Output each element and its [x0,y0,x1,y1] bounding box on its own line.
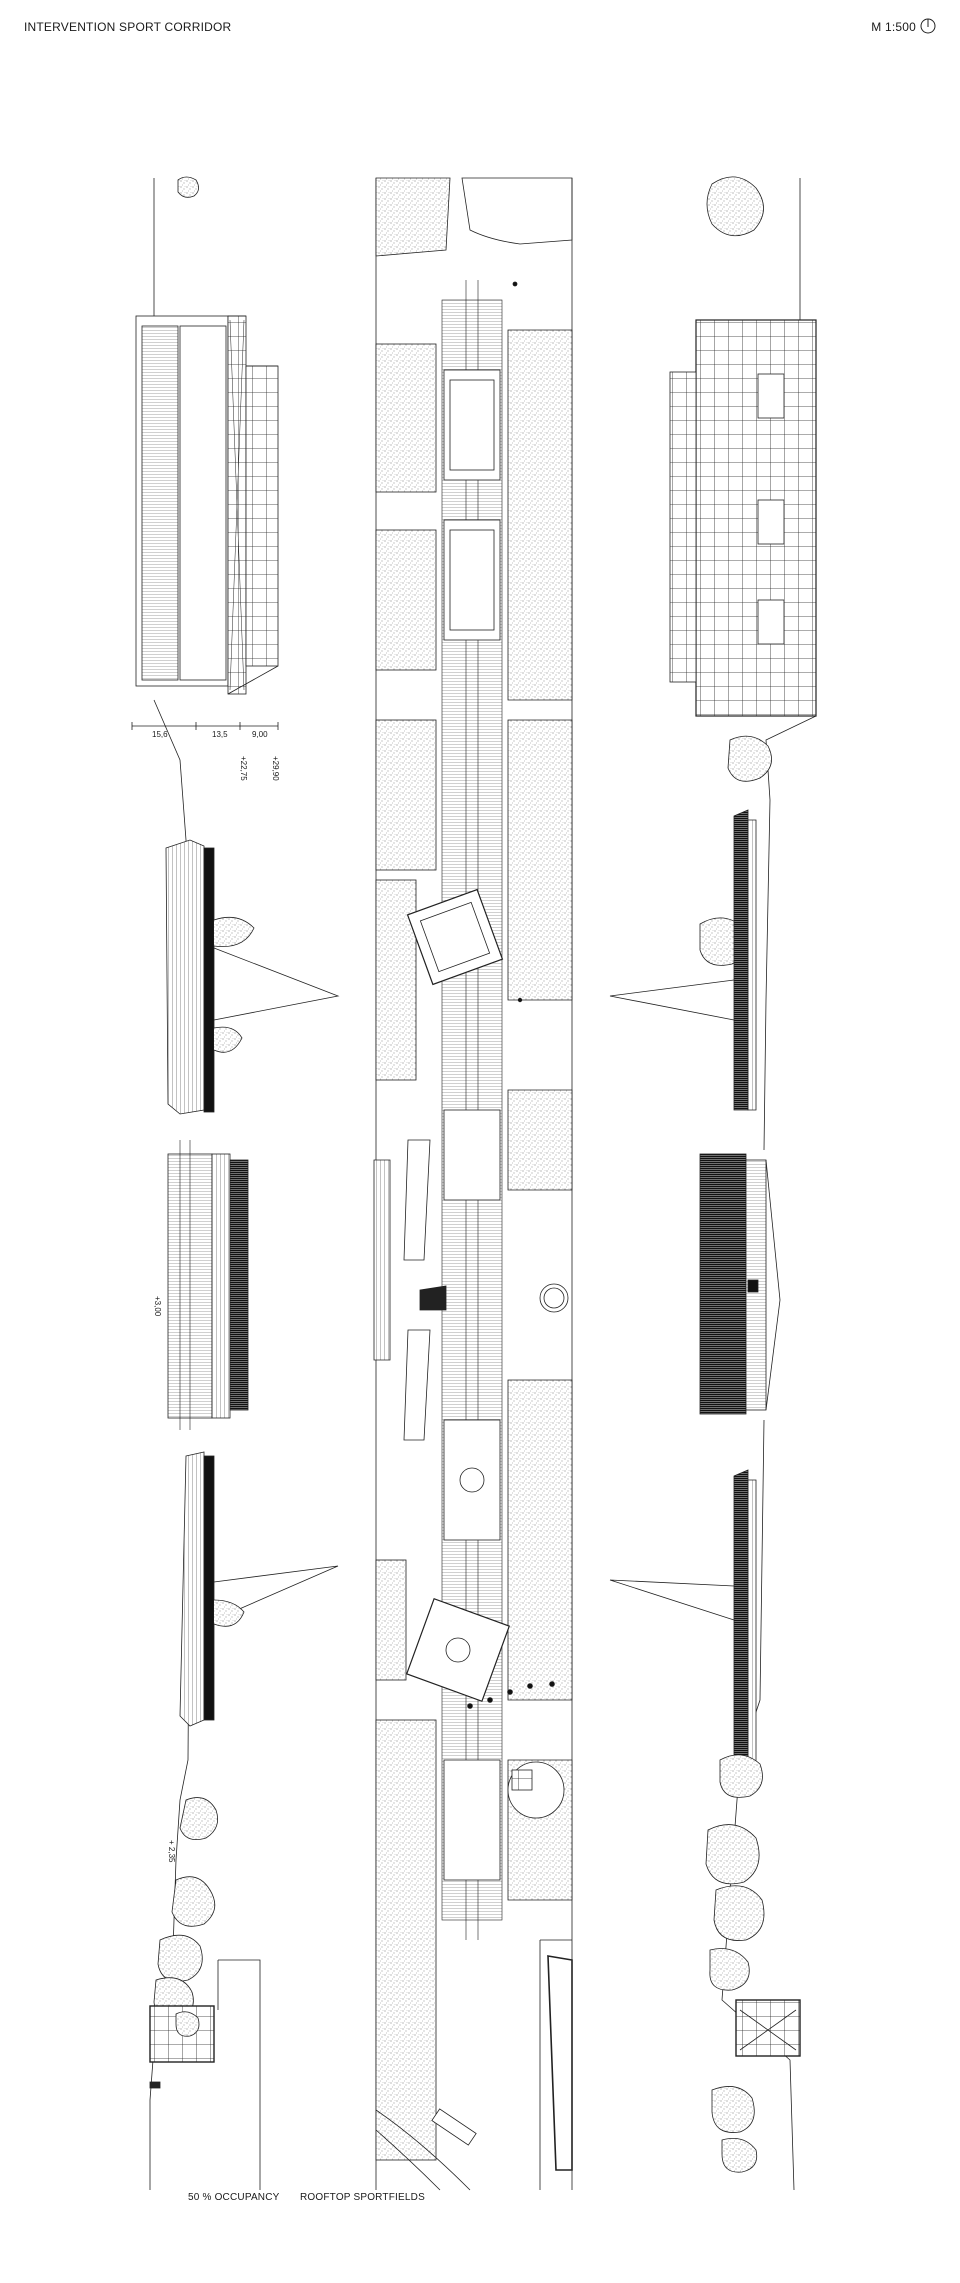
scale-label: M 1:500 [871,20,916,34]
caption-rooftop-sportfields: ROOFTOP SPORTFIELDS [300,2192,425,2203]
dimension-label: 15,6 [152,730,168,739]
center-site-plan [373,177,573,2191]
north-arrow-icon [920,18,936,34]
dimension-label: 13,5 [212,730,228,739]
dimension-label: 9,00 [252,730,268,739]
left-section-elevation [131,176,340,2190]
right-section-elevation [609,176,817,2191]
drawing-title: INTERVENTION SPORT CORRIDOR [24,20,232,34]
caption-occupancy: 50 % OCCUPANCY [188,2192,280,2203]
